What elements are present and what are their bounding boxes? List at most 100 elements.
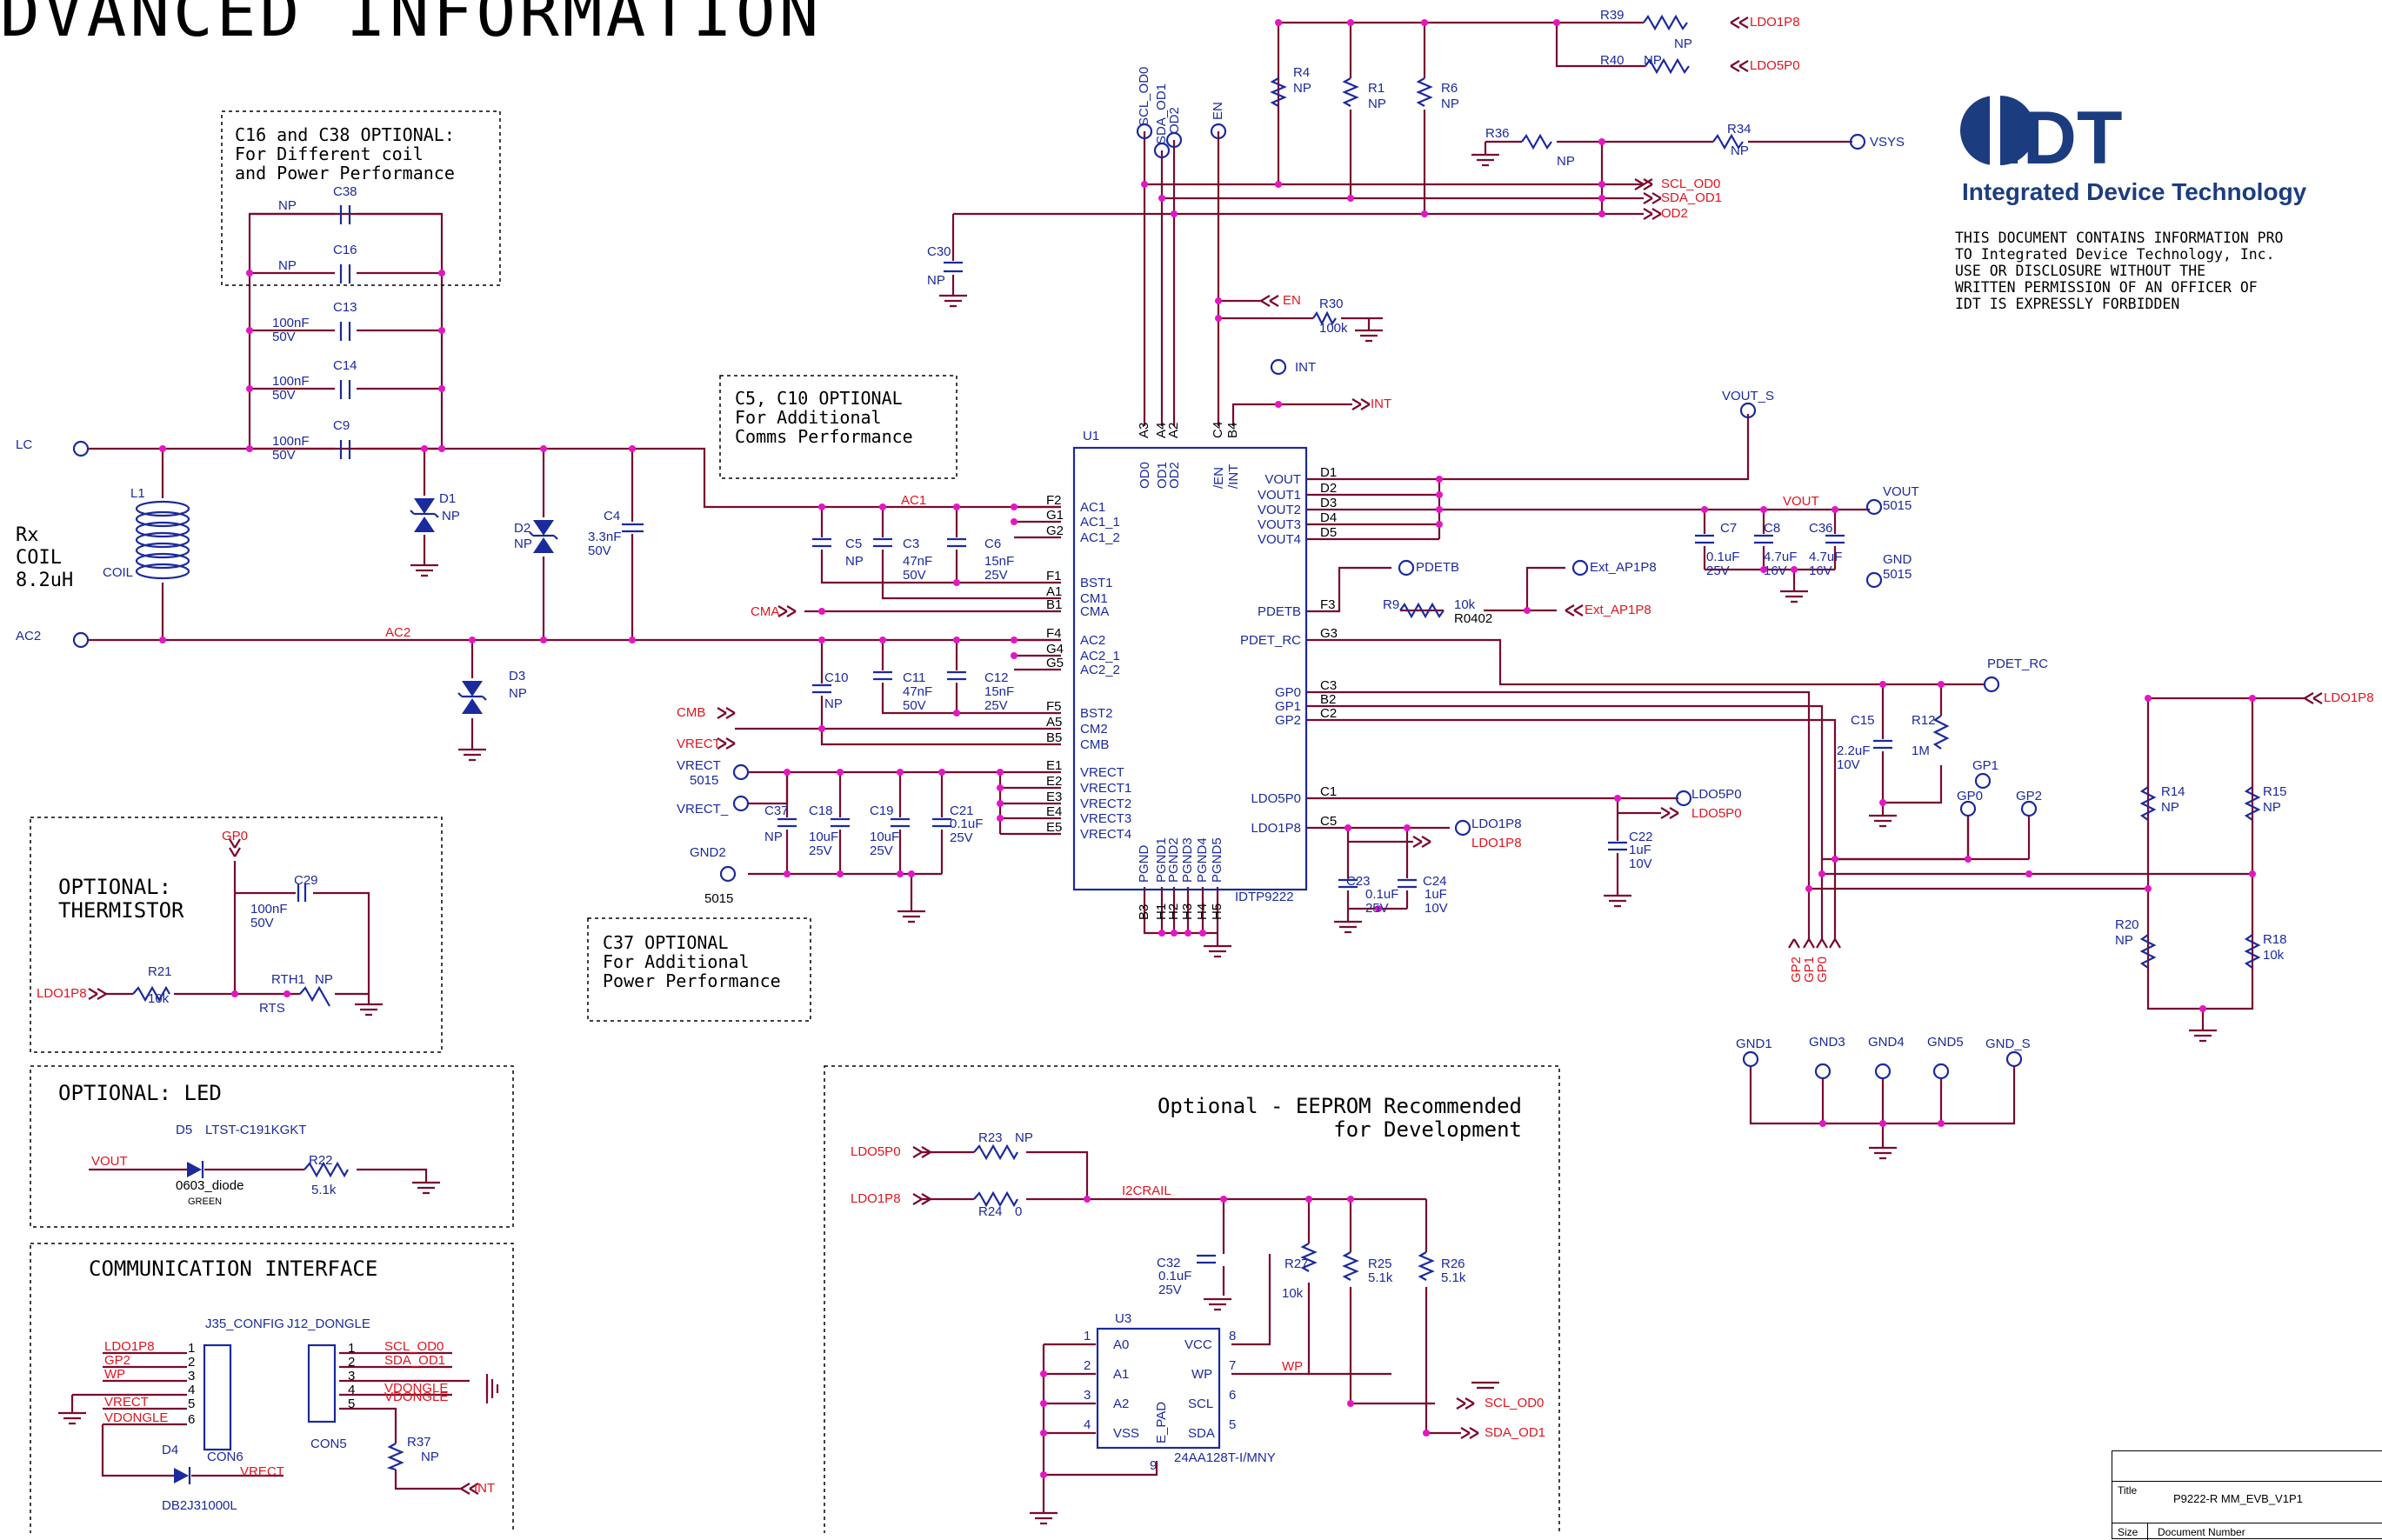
note-thermistor-line2: THERMISTOR [58,898,184,923]
testpoint-gnd3: GND3 [1809,1035,1845,1050]
doc-number-label: Document Number [2158,1526,2245,1538]
value-c38: NP [278,198,297,213]
ref-c14: C14 [333,358,357,373]
u1-pin-vout4: VOUT4 [1258,532,1301,547]
value-c14: 100nF [272,374,310,389]
wires [70,21,2305,1513]
logo-text: IDT [2002,97,2123,173]
value-c6: 15nF [984,554,1014,569]
net-gnd2-10: GND2 [690,845,726,860]
net-int-16: INT [1295,360,1316,375]
u1-pin-vrect4: VRECT4 [1080,827,1131,842]
j35-net-3: WP [104,1367,125,1382]
u1-ball-c5: C5 [1320,814,1337,829]
net-vout-s-21: VOUT_S [1722,389,1774,403]
rating-c3: 50V [903,568,926,583]
ref-c6: C6 [984,537,1001,551]
net-vout-23: VOUT [1783,494,1819,509]
ref-c12: C12 [984,670,1009,685]
value-c37: NP [764,830,783,844]
ref-r21: R21 [148,964,172,979]
value-d5: LTST-C191KGKT [205,1123,306,1137]
u1-ball-a3: A3 [1137,423,1151,438]
value-c21: 0.1uF [950,817,983,831]
note-thermistor-line1: OPTIONAL: [58,875,171,899]
ref-r22: R22 [309,1153,333,1168]
net-int-17: INT [1371,397,1391,411]
u3-epad: E_PAD [1154,1402,1169,1443]
u3-pin-a1: A1 [1113,1367,1129,1382]
rx-coil-line2: COIL [16,547,62,569]
ref-d1: D1 [439,491,456,506]
u1-pin-ac2_1: AC2_1 [1080,649,1120,663]
ref-c24: C24 [1423,874,1447,889]
ref-c5: C5 [845,537,862,551]
value-c22: 1uF [1629,843,1651,857]
u1-ball-a1: A1 [1046,584,1062,599]
u3-part: 24AA128T-I/MNY [1174,1450,1276,1465]
net-cmb-5: CMB [677,705,705,720]
value-r18: 10k [2263,948,2285,963]
u1-ball-d3: D3 [1320,496,1337,510]
net-vsys-20: VSYS [1870,135,1905,150]
u1-pin-int: /INT [1226,464,1241,489]
note-eeprom-line1: Optional - EEPROM Recommended [1158,1094,1522,1118]
value-c19: 10uF [870,830,899,844]
rating-c19: 25V [870,843,893,858]
u3-pinnum-1: 1 [1084,1329,1091,1343]
ref-c36: C36 [1809,521,1833,536]
u1-pin-pgnd5: PGND5 [1210,837,1224,883]
u1-pin-ac2_2: AC2_2 [1080,663,1120,677]
ref-c37: C37 [764,803,789,818]
u1-pin-bst1: BST1 [1080,576,1113,590]
testpoint-gnd4: GND4 [1868,1035,1905,1050]
net-sda-od1-top: SDA_OD1 [1154,83,1169,144]
net-ldo1p8-34: LDO1P8 [2324,690,2374,705]
rx-coil-line3: 8.2uH [16,570,73,591]
net-pkg5015-8: 5015 [690,773,718,788]
u3-pinnum-2: 2 [1084,1358,1091,1373]
j35-pin-4: 4 [188,1383,195,1397]
net-ldo5p0-19: LDO5P0 [1750,58,1800,73]
ref-r23: R23 [978,1130,1003,1145]
package-d5: 0603_diode [176,1178,244,1193]
net-ldo5p0-36: LDO5P0 [1691,806,1742,821]
j35-part: CON6 [207,1450,244,1464]
ref-c13: C13 [333,300,357,315]
net-scl-od0-top: SCL_OD0 [1137,67,1151,126]
rating-c7: 25V [1706,563,1730,578]
net-vrect-6: VRECT [677,737,721,751]
header-text: DVANCED INFORMATION [0,0,823,51]
net-wp-48: WP [1282,1359,1303,1374]
value-r15: NP [2263,800,2281,815]
ref-c11: C11 [903,670,925,685]
size-label: Size [2118,1526,2138,1538]
net-ac2-1: AC2 [16,629,41,643]
value-r9: 10k [1454,597,1476,612]
j12-ref: J12_DONGLE [287,1317,370,1331]
rx-coil-line1: Rx [16,524,39,546]
rating-c12: 25V [984,698,1008,713]
value-r30: 100k [1319,321,1348,336]
u1-ball-g2: G2 [1046,523,1064,538]
j12-pin-2: 2 [348,1355,355,1370]
j35-pin-3: 3 [188,1369,195,1383]
u1-pin-cma: CMA [1080,604,1109,619]
u1-pin-cm1: CM1 [1080,591,1108,606]
u1-ball-a4: A4 [1154,423,1169,438]
net-gp1-32: GP1 [1972,758,1998,773]
u1-pin-pgnd4: PGND4 [1195,837,1210,883]
value-r40: NP [1644,53,1662,68]
u1-ball-c4: C4 [1211,422,1225,438]
u3-pin-vcc: VCC [1184,1337,1212,1352]
net-pkg5015-11: 5015 [704,891,733,906]
value-c9: 100nF [272,434,310,449]
value-r34: NP [1731,143,1749,158]
u1-pin-vrect: VRECT [1080,765,1124,780]
devices [58,14,2323,1525]
u1-ball-h3: H3 [1180,903,1195,920]
value-c5: NP [845,554,864,569]
u1-pin-vrect3: VRECT3 [1080,811,1131,826]
u1-ball-b1: B1 [1046,597,1062,612]
note-c5-c10-line2: For Additional [735,407,882,428]
